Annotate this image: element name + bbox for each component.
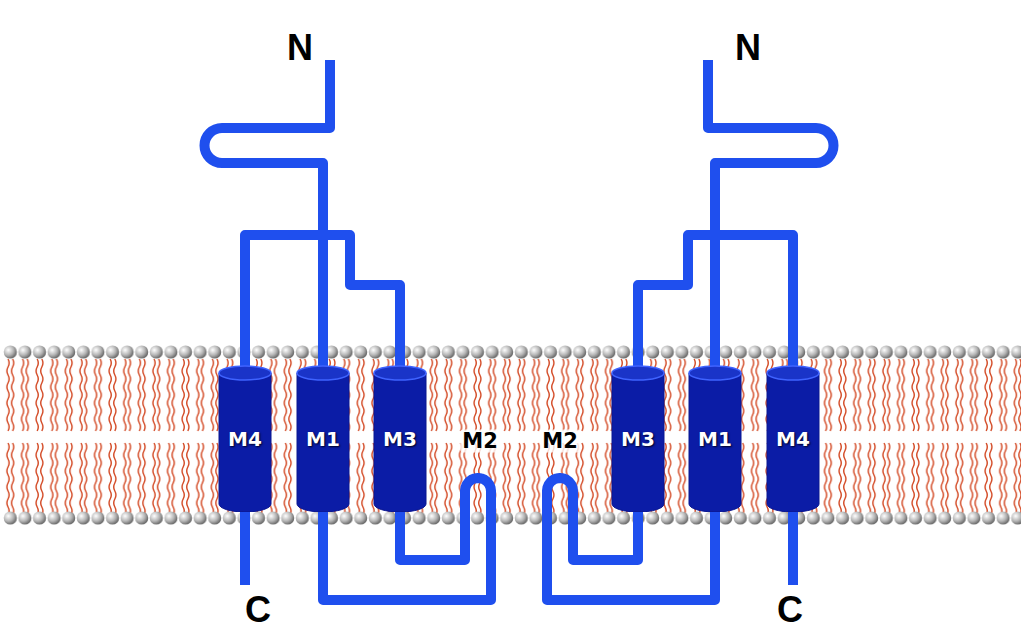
- n-terminal-chain: [205, 60, 331, 372]
- chain-segment: [245, 235, 400, 371]
- chain-segment: [638, 235, 793, 371]
- helix-label: M4: [776, 427, 810, 451]
- cylinder-body: [689, 373, 741, 512]
- cylinder-body: [374, 373, 426, 512]
- cylinder-body: [219, 373, 271, 512]
- bilayer-midline: [0, 436, 1021, 439]
- terminus-label: C: [777, 592, 803, 628]
- cylinder-top: [297, 366, 349, 380]
- helix-label: M1: [306, 427, 340, 451]
- helix-cylinder: M3: [611, 365, 665, 512]
- cylinder-top: [219, 366, 271, 380]
- helix-label: M1: [698, 427, 732, 451]
- lower-leaflet: [3, 437, 1021, 527]
- cylinder-top: [612, 366, 664, 380]
- cylinder-top: [374, 366, 426, 380]
- helix-label: M3: [383, 427, 417, 451]
- cylinder-body: [767, 373, 819, 512]
- helix-cylinder: M1: [296, 365, 350, 512]
- helix-cylinder: M4: [766, 365, 820, 512]
- upper-leaflet: [3, 344, 1021, 436]
- n-terminal-chain: [708, 60, 834, 372]
- helix-label: M3: [621, 427, 655, 451]
- c-terminal-chain: [788, 505, 798, 585]
- cylinder-body: [612, 373, 664, 512]
- helix-cylinder: M1: [688, 365, 742, 512]
- c-terminal-chain: [240, 505, 250, 585]
- terminus-label: C: [245, 592, 271, 628]
- cylinder-top: [689, 366, 741, 380]
- helix-label: M4: [228, 427, 262, 451]
- helix-cylinder: M3: [373, 365, 427, 512]
- helix-cylinder: M4: [218, 365, 272, 512]
- cylinder-top: [767, 366, 819, 380]
- terminus-label: N: [287, 30, 313, 66]
- segment-label: M2: [540, 430, 580, 453]
- terminus-label: N: [735, 30, 761, 66]
- segment-label: M2: [460, 430, 500, 453]
- cylinder-body: [297, 373, 349, 512]
